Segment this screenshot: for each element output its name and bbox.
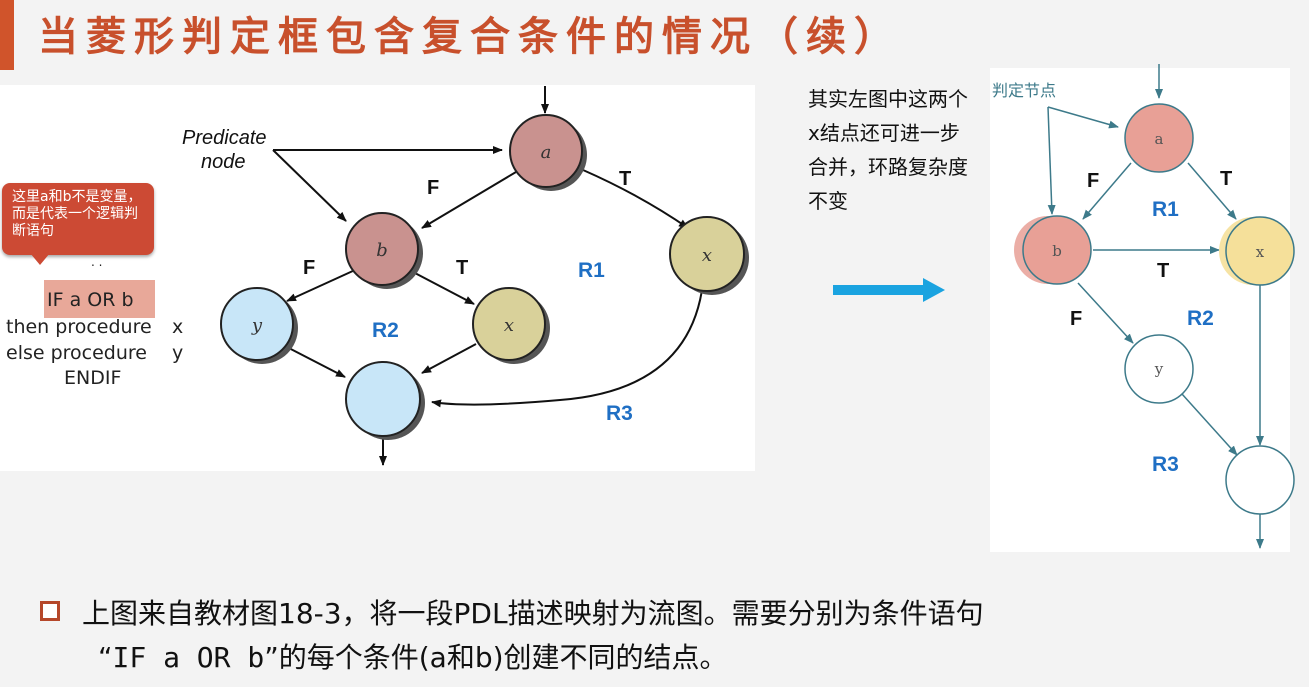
predicate-arrow-b [272,149,347,222]
node-b-left [345,212,423,289]
pdl-var-y: y [172,342,184,364]
node-y-label: y [251,315,263,336]
node-y-left [220,287,298,364]
right-node-y-label: y [1154,360,1164,378]
right-arrow-icon [833,278,945,302]
right-predicate-arrow-a [1047,106,1119,129]
edge-x-exit [421,343,477,374]
node-a-left [509,114,587,191]
pdl-var-x: x [172,316,184,338]
node-exit-left [345,361,425,440]
right-node-a-label: a [1155,130,1164,148]
node-b-label: b [376,240,388,261]
node-x-mid-label: x [504,315,514,336]
bottom-line-2: “IF a OR b”的每个条件(a和b)创建不同的结点。 [82,636,984,680]
node-x-top-left [669,216,749,295]
edge-label-t-top: T [619,168,631,190]
right-edge-label-f-top: F [1087,170,1099,192]
bottom-line-2-rest: ”的每个条件(a和b)创建不同的结点。 [264,641,728,674]
merge-note: 其实左图中这两个x结点还可进一步合并，环路复杂度不变 [808,87,968,213]
bottom-description: 上图来自教材图18-3，将一段PDL描述映射为流图。需要分别为条件语句 “IF … [82,592,984,680]
pdl-line-else: else procedure [6,342,147,364]
bullet-square-icon [40,601,60,621]
right-edge-label-t-top: T [1220,168,1232,190]
edge-topx-exit [431,282,704,408]
title-accent-bar [0,0,14,70]
right-edge-label-f-mid: F [1070,308,1082,330]
right-edge-a-b [1082,162,1132,220]
edge-a-b [421,171,517,229]
node-b-right [1014,215,1092,285]
pdl-highlight [44,280,155,318]
code-condition: IF a OR b [112,641,265,674]
node-a-right [1124,103,1194,173]
right-node-b-label: b [1052,242,1062,260]
right-predicate-arrow-b [1047,106,1056,215]
pdl-line-if: IF a OR b [47,289,134,311]
right-edge-y-exit [1181,393,1238,456]
edge-y-exit [282,344,346,378]
predicate-label-line2: node [201,151,246,173]
callout-tail [30,253,50,265]
region-r2-right: R2 [1187,307,1214,330]
node-x-top-label: x [702,245,712,266]
edge-label-f-top: F [427,177,439,199]
right-edge-a-x [1187,162,1237,220]
node-y-right [1124,334,1194,404]
callout-box: 这里a和b不是变量，而是代表一个逻辑判断语句 [2,183,154,255]
region-r1-left: R1 [578,259,605,282]
pdl-line-then: then procedure [6,316,152,338]
slide-title: 当菱形判定框包含复合条件的情况（续） [38,14,902,60]
node-x-right [1219,216,1295,286]
region-r3-right: R3 [1152,453,1179,476]
right-edge-b-y [1077,282,1134,344]
right-node-x-label: x [1256,243,1265,261]
edge-label-f-mid: F [303,257,315,279]
right-predicate-label: 判定节点 [992,81,1056,100]
edge-b-y [286,269,356,302]
right-edge-label-t-mid: T [1157,260,1169,282]
node-x-mid-left [472,287,550,364]
edge-label-t-mid: T [456,257,468,279]
pdl-ellipsis: . . [91,255,103,269]
node-a-label: a [541,142,552,163]
edge-a-x [582,169,689,229]
node-exit-right [1225,445,1295,515]
quote-open: “ [98,641,113,674]
callout-text: 这里a和b不是变量，而是代表一个逻辑判断语句 [12,189,142,239]
predicate-label-line1: Predicate [182,127,267,149]
pdl-line-endif: ENDIF [64,367,122,389]
region-r2-left: R2 [372,319,399,342]
edge-b-x [412,271,475,305]
region-r3-left: R3 [606,402,633,425]
region-r1-right: R1 [1152,198,1179,221]
bottom-line-1: 上图来自教材图18-3，将一段PDL描述映射为流图。需要分别为条件语句 [82,597,984,630]
